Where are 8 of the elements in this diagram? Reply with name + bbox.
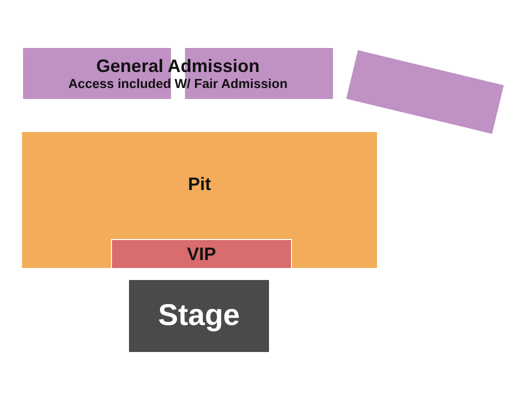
- section-label: Pit: [188, 174, 211, 195]
- stage-block: [129, 280, 269, 352]
- section-note: Access included W/ Fair Admission: [68, 76, 288, 92]
- section-label: VIP: [186, 244, 216, 264]
- section-label: Stage: [158, 298, 240, 334]
- seating-section: [23, 48, 333, 99]
- seating-section: [111, 239, 292, 269]
- seating-section: [22, 132, 377, 268]
